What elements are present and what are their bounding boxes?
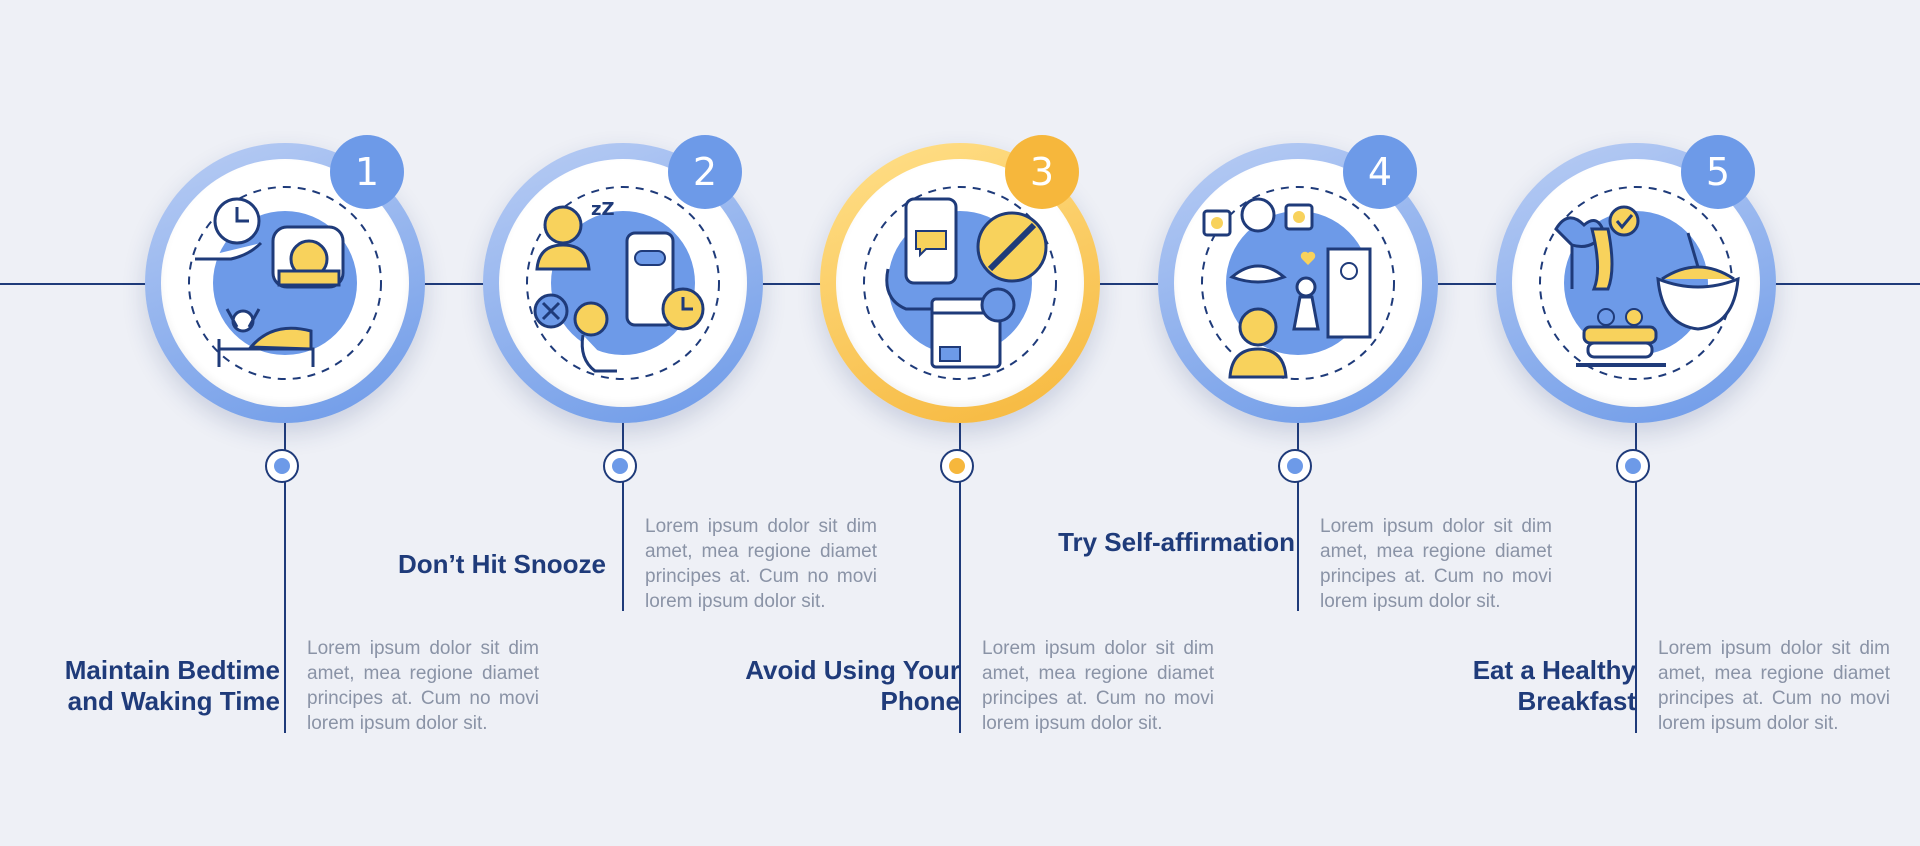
step-title: Don’t Hit Snooze (398, 549, 606, 579)
step-description: Lorem ipsum dolor sit dim amet, mea regi… (307, 638, 539, 734)
step-number-badge: 3 (1005, 135, 1079, 209)
step-1: 1 Maintain Bedtime and Waking Time Lorem… (65, 0, 539, 846)
step-description: Lorem ipsum dolor sit dim amet, mea regi… (645, 516, 877, 612)
connector-line (284, 423, 286, 733)
step-number-badge: 4 (1343, 135, 1417, 209)
timeline-dot (603, 449, 637, 483)
step-5: 5 Eat a Healthy Breakfast Lorem ipsum do… (1473, 0, 1890, 846)
step-3: 3 Avoid Using Your Phone Lorem ipsum dol… (745, 0, 1214, 846)
connector-line (1297, 423, 1299, 611)
step-title: Maintain Bedtime and Waking Time (64, 655, 280, 716)
timeline-dot (265, 449, 299, 483)
bedtime-routine-icon (188, 186, 382, 380)
connector-line (1635, 423, 1637, 733)
phone-ban-icon (863, 186, 1057, 380)
self-affirmation-icon (1201, 186, 1395, 380)
step-title: Avoid Using Your Phone (745, 655, 960, 716)
step-2: zZ 2 Don’t Hit Snooze Lorem ipsum dolor … (398, 0, 877, 846)
healthy-breakfast-icon (1539, 186, 1740, 380)
svg-text:zZ: zZ (591, 199, 615, 220)
step-number-badge: 1 (330, 135, 404, 209)
step-title: Eat a Healthy Breakfast (1472, 655, 1636, 716)
step-title: Try Self-affirmation (1058, 527, 1295, 557)
step-number-badge: 2 (668, 135, 742, 209)
timeline-dot (940, 449, 974, 483)
step-description: Lorem ipsum dolor sit dim amet, mea regi… (1320, 516, 1552, 612)
step-4: 4 Try Self-affirmation Lorem ipsum dolor… (1058, 0, 1552, 846)
step-description: Lorem ipsum dolor sit dim amet, mea regi… (982, 638, 1214, 734)
snooze-alarm-icon: zZ (526, 186, 720, 380)
timeline-dot (1278, 449, 1312, 483)
connector-line (959, 423, 961, 733)
step-description: Lorem ipsum dolor sit dim amet, mea regi… (1658, 638, 1890, 734)
step-number-badge: 5 (1681, 135, 1755, 209)
timeline-dot (1616, 449, 1650, 483)
connector-line (622, 423, 624, 611)
